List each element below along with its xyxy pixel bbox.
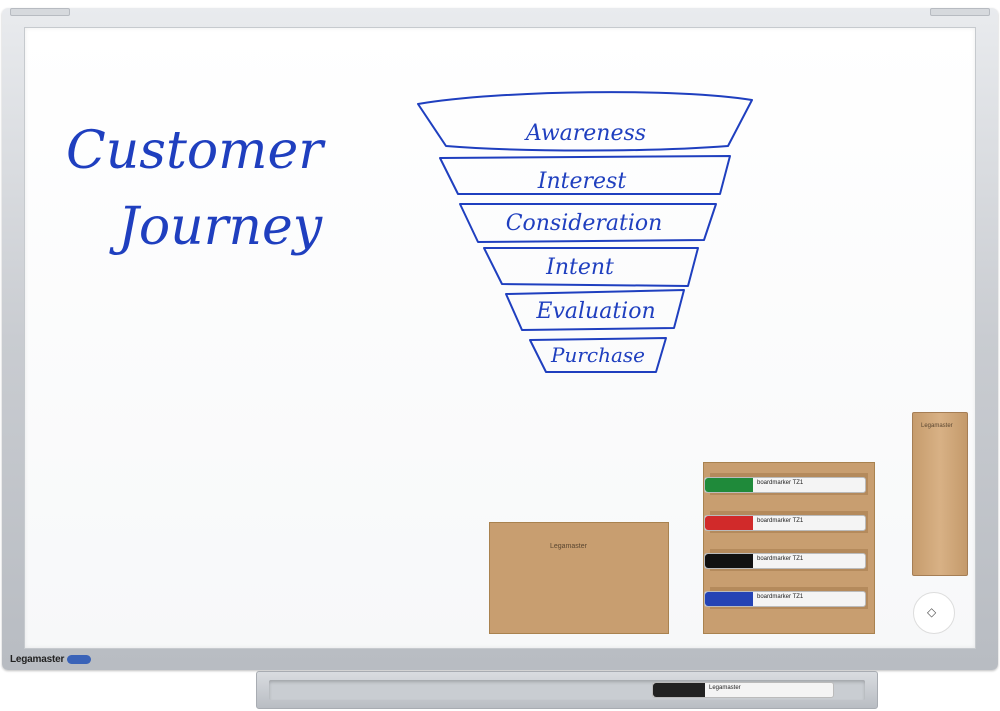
magnetic-eraser[interactable]: Legamaster [912, 412, 968, 576]
marker-cap-icon [705, 592, 753, 606]
frame-corner-clip [10, 8, 70, 16]
brand-logo: Legamaster [10, 654, 92, 665]
tray-marker-label: Legamaster [709, 685, 741, 691]
marker-blue[interactable]: boardmarker TZ1 [704, 591, 866, 607]
funnel-band-4 [483, 247, 699, 287]
funnel-band-3 [459, 203, 717, 243]
marker-label: boardmarker TZ1 [757, 594, 804, 600]
funnel-stage-evaluation: Evaluation [535, 299, 655, 324]
quality-seal-icon: ◇ [913, 592, 955, 634]
marker-red[interactable]: boardmarker TZ1 [704, 515, 866, 531]
funnel-drawing [417, 91, 753, 373]
funnel-stage-consideration: Consideration [506, 211, 663, 236]
marker-black[interactable]: boardmarker TZ1 [704, 553, 866, 569]
funnel-band-2 [439, 155, 731, 195]
funnel-band-6 [529, 337, 667, 373]
marker-cap-icon [705, 478, 753, 492]
funnel-stage-intent: Intent [545, 255, 614, 280]
funnel-band-1 [417, 91, 753, 152]
funnel-stage-purchase: Purchase [550, 343, 645, 367]
marker-label: boardmarker TZ1 [757, 556, 804, 562]
marker-label: boardmarker TZ1 [757, 480, 804, 486]
marker-cap-icon [705, 516, 753, 530]
marker-cap-icon [653, 683, 705, 697]
box-label: Legamaster [550, 543, 587, 550]
eraser-label: Legamaster [921, 423, 953, 429]
funnel-band-5 [505, 289, 685, 331]
marker-green[interactable]: boardmarker TZ1 [704, 477, 866, 493]
frame-corner-clip [930, 8, 990, 16]
title-line-1: Customer [66, 121, 326, 181]
marker-cap-icon [705, 554, 753, 568]
brand-badge-icon [67, 654, 92, 664]
tray-marker[interactable]: Legamaster [652, 682, 834, 698]
marker-holder: boardmarker TZ1 boardmarker TZ1 boardmar… [703, 462, 875, 634]
funnel-stage-awareness: Awareness [524, 121, 646, 146]
storage-box[interactable]: Legamaster [489, 522, 669, 634]
funnel-stage-interest: Interest [537, 169, 627, 194]
title-line-2: Journey [109, 197, 323, 257]
marker-label: boardmarker TZ1 [757, 518, 804, 524]
brand-name: Legamaster [10, 654, 65, 665]
